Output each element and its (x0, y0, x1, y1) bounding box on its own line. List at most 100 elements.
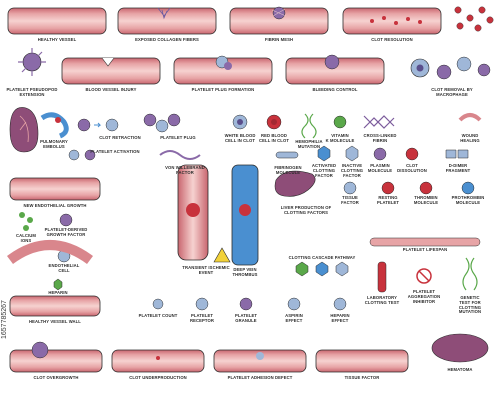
label-clot-dissolution: CLOT DISSOLUTION (397, 163, 427, 173)
heparin-effect-icon (333, 297, 347, 311)
artery-vertical (177, 164, 209, 261)
aspirin-icon (287, 297, 301, 311)
label-clotting-cascade: CLOTTING CASCADE PATHWAY (288, 255, 356, 260)
clot-underproduction-vessel (111, 349, 205, 373)
prothrombin-molecule (461, 181, 475, 195)
cross-linked-fibrin (363, 115, 395, 129)
platelet-granule-icon (239, 297, 253, 311)
platelet-adhesion-vessel (213, 349, 307, 373)
label-thrombin: THROMBIN MOLECULE (413, 195, 439, 205)
label-deep-vein: DEEP VEIN THROMBUS (232, 267, 258, 277)
label-hematoma: HEMATOMA (447, 367, 473, 372)
label-new-endothelial: NEW ENDOTHELIAL GROWTH (23, 203, 87, 208)
label-platelet-granule: PLATELET GRANULE (234, 313, 258, 323)
exposed-collagen-vessel (117, 7, 217, 35)
pulmonary-vessel (40, 112, 69, 139)
thrombin-molecule (419, 181, 433, 195)
label-healthy-vessel-wall: HEALTHY VESSEL WALL (29, 319, 81, 324)
label-rbc: RED BLOOD CELL IN CLOT (259, 133, 289, 143)
label-healthy-vessel: HEALTHY VESSEL (37, 37, 77, 42)
blood-vessel-injury (61, 57, 161, 85)
clot-dissolution-icon (405, 147, 419, 161)
label-activated-clotting: ACTIVATED CLOTTING FACTOR (311, 163, 337, 178)
warning-triangle (213, 247, 231, 263)
label-calcium-ions: CALCIUM IONS (15, 233, 37, 243)
label-platelet-activation: PLATELET ACTIVATION (90, 149, 140, 154)
healthy-vessel (7, 7, 107, 35)
label-lab-test: LABORATORY CLOTTING TEST (364, 295, 400, 305)
aggregation-inhibitor-icon (416, 268, 432, 284)
inactive-clotting-factor (345, 145, 359, 162)
clot-resolution-vessel (342, 7, 442, 35)
vein-vertical (231, 164, 259, 266)
label-platelet-count: PLATELET COUNT (138, 313, 178, 318)
label-platelet-plug-formation: PLATELET PLUG FORMATION (191, 87, 255, 92)
label-genetic-test: GENETIC TEST FOR CLOTTING MUTATION (458, 295, 482, 315)
label-platelet-pseudopod: PLATELET PSEUDOPOD EXTENSION (6, 87, 58, 97)
clot-retraction-arrows (77, 118, 119, 132)
label-clot-underproduction: CLOT UNDERPRODUCTION (129, 375, 187, 380)
vwf-molecule (159, 150, 201, 160)
label-tissue-factor: TISSUE FACTOR (344, 375, 380, 380)
pdgf-molecule (59, 213, 73, 227)
label-aspirin-effect: ASPIRIN EFFECT (285, 313, 303, 323)
label-heparin: HEPARIN (48, 290, 68, 295)
label-prothrombin: PROTHROMBIN MOLECULE (451, 195, 485, 205)
label-inactive-clotting: INACTIVE CLOTTING FACTOR (340, 163, 364, 178)
label-vwf: VON WILLEBRAND FACTOR (165, 165, 205, 175)
healthy-vessel-wall (9, 295, 101, 317)
platelet-receptor-icon (195, 297, 209, 311)
label-clot-overgrowth: CLOT OVERGROWTH (33, 375, 79, 380)
calcium-ions (19, 212, 33, 231)
platelet-plug-formation (173, 55, 273, 85)
plasmin-molecule (373, 147, 387, 161)
vitamin-k-molecule (333, 115, 347, 129)
label-cross-linked-fibrin: CROSS-LINKED FIBRIN (363, 133, 397, 143)
platelet-count-cells (152, 298, 164, 310)
label-fibrinogen: FIBRINOGEN MOLECULE (274, 165, 302, 175)
liver-organ (274, 170, 316, 197)
tissue-factor-icon (343, 181, 357, 195)
label-clot-retraction: CLOT RETRACTION (99, 135, 141, 140)
wbc-cell (232, 114, 248, 130)
d-dimer-fragment (445, 149, 469, 159)
label-bleeding-control: BLEEDING CONTROL (312, 87, 358, 92)
curved-vessel-top (7, 240, 93, 265)
label-heparin-effect: HEPARIN EFFECT (330, 313, 350, 323)
label-blood-vessel-injury: BLOOD VESSEL INJURY (85, 87, 137, 92)
platelet-pseudopod (18, 48, 46, 76)
label-vitamin-k: VITAMIN K MOLECULE (325, 133, 355, 143)
platelet-activation-cells (68, 149, 96, 161)
rbc-cell (266, 114, 282, 130)
label-resting-platelet: RESTING PLATELET (376, 195, 400, 205)
stock-watermark: 1657785267 (1, 300, 8, 340)
hematoma-icon (431, 333, 489, 363)
label-transient-ischemic: TRANSIENT ISCHEMIC EVENT (182, 265, 230, 275)
label-pulmonary-embolus: PULMONARY EMBOLUS (40, 139, 68, 149)
resting-platelet-icon (381, 181, 395, 195)
label-platelet-adhesion-defect: PLATELET ADHESION DEFECT (227, 375, 293, 380)
clot-overgrowth-vessel (9, 341, 103, 373)
label-platelet-receptor: PLATELET RECEPTOR (190, 313, 214, 323)
activated-clotting-factor (317, 145, 331, 162)
label-clot-removal: CLOT REMOVAL BY MACROPHAGE (431, 87, 473, 97)
label-hemophilia: HEMOPHILIA MUTATION (295, 139, 323, 149)
label-plasmin: PLASMIN MOLECULE (367, 163, 393, 173)
tissue-factor-vessel (315, 349, 409, 373)
macrophage (410, 56, 491, 80)
label-wbc: WHITE BLOOD CELL IN CLOT (224, 133, 256, 143)
dna-helix (462, 257, 478, 291)
label-aggregation-inhibitor: PLATELET AGGREGATION INHIBITOR (407, 289, 441, 304)
label-fibrin-mesh: FIBRIN MESH (264, 37, 294, 42)
hemophilia-dna (301, 113, 317, 139)
label-endothelial-cell: ENDOTHELIAL CELL (48, 263, 80, 273)
heparin-molecule (53, 278, 63, 291)
label-clot-resolution: CLOT RESOLUTION (371, 37, 413, 42)
platelet-lifespan-bar (369, 237, 481, 247)
clotting-cascade-icons (295, 261, 349, 277)
bleeding-control (285, 54, 385, 85)
label-wound-healing: WOUND HEALING (460, 133, 480, 143)
fibrin-mesh-vessel (229, 6, 329, 35)
fibrinogen-molecule (275, 151, 299, 159)
